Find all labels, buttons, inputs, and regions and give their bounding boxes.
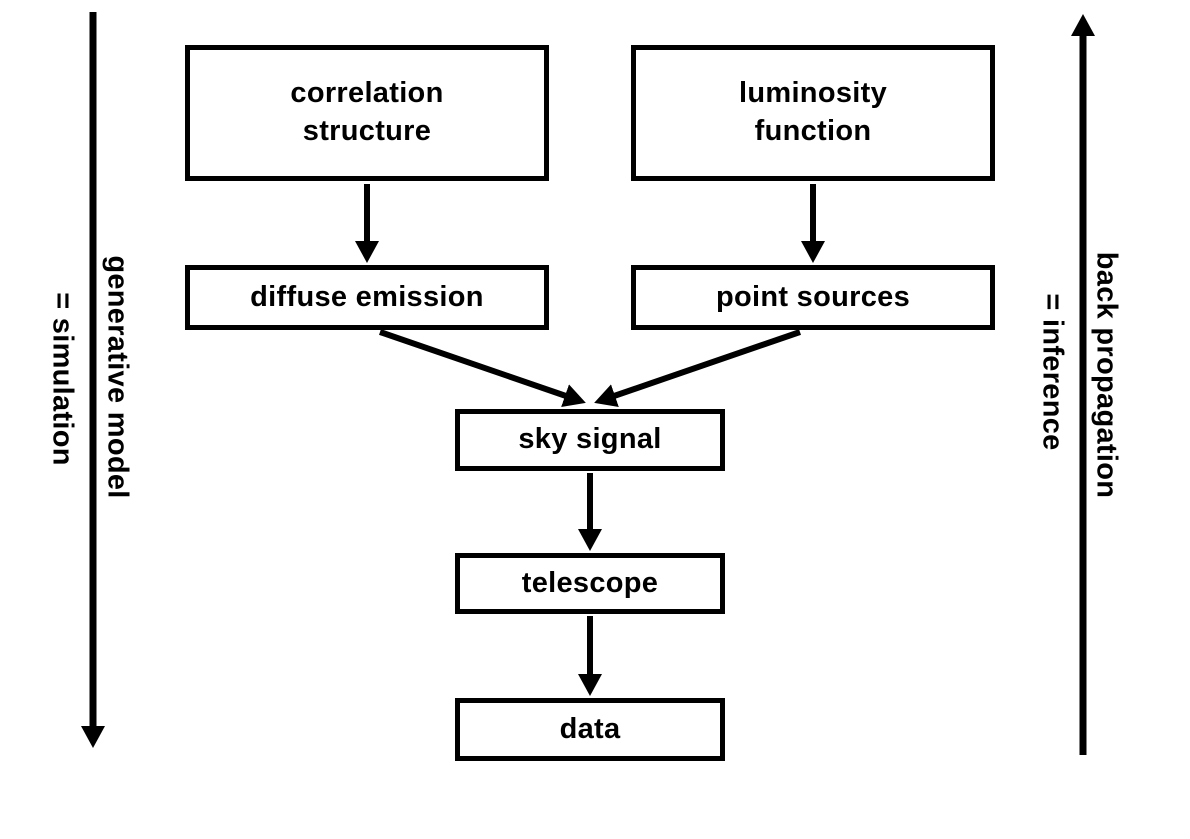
- node-correlation-structure-label: correlation structure: [290, 77, 444, 147]
- node-telescope: telescope: [455, 553, 725, 614]
- node-sky-signal-label: sky signal: [518, 423, 662, 456]
- edge-diffuse-to-sky: [379, 329, 586, 408]
- node-point-sources: point sources: [631, 265, 995, 330]
- edge-point-to-sky: [594, 329, 801, 408]
- node-diffuse-emission: diffuse emission: [185, 265, 549, 330]
- node-luminosity-function-label: luminosity function: [738, 77, 887, 147]
- node-diffuse-emission-label: diffuse emission: [250, 280, 484, 313]
- node-data-label: data: [559, 712, 621, 745]
- simulation-equals-label: = simulation: [46, 292, 79, 466]
- generative-model-label: generative model: [101, 255, 134, 499]
- node-point-sources-label: point sources: [715, 280, 911, 313]
- back-propagation-label: back propagation: [1090, 251, 1123, 499]
- node-sky-signal: sky signal: [455, 409, 725, 471]
- node-data: data: [455, 698, 725, 761]
- node-luminosity-function: luminosity function: [631, 45, 995, 181]
- node-correlation-structure: correlation structure: [185, 45, 549, 181]
- node-telescope-label: telescope: [521, 566, 659, 599]
- inference-equals-label: = inference: [1036, 293, 1069, 451]
